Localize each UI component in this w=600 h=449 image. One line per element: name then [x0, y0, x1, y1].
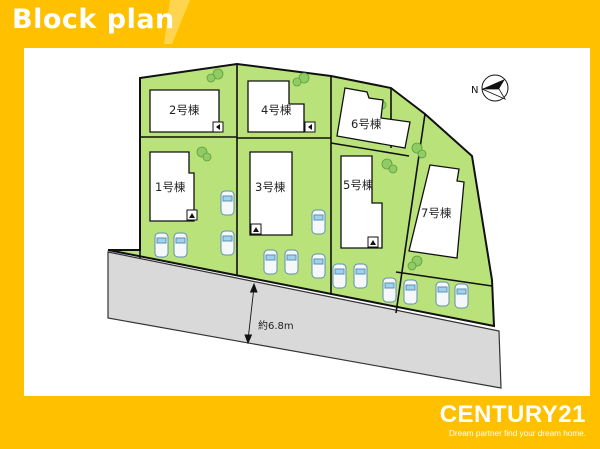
lot-label-1: 1号棟 — [155, 180, 186, 194]
building-5 — [340, 155, 383, 249]
car — [435, 281, 450, 307]
car — [220, 190, 235, 216]
header-tab: Block plan — [0, 0, 190, 44]
entrance-markers — [186, 121, 379, 248]
car — [353, 263, 368, 289]
century21-logo: CENTURY21 Dream partner find your dream … — [386, 403, 586, 443]
car — [220, 230, 235, 256]
parking-cars — [154, 190, 469, 309]
lot-label-5: 5号棟 — [343, 178, 374, 192]
brand-tagline: Dream partner find your dream home. — [449, 429, 586, 438]
header-tab-shape — [0, 0, 190, 44]
lot-boundaries — [139, 64, 493, 314]
car — [311, 209, 326, 235]
building-1 — [149, 151, 195, 222]
building-6 — [336, 87, 411, 149]
building-3 — [249, 151, 293, 236]
building-4 — [247, 80, 305, 133]
car — [263, 249, 278, 275]
road-width-dimension — [244, 282, 258, 345]
page-title: Block plan — [12, 4, 175, 35]
compass-north-icon — [481, 74, 509, 102]
car — [311, 253, 326, 279]
building-7 — [408, 164, 465, 259]
car — [382, 277, 397, 303]
lot-label-7: 7号棟 — [421, 206, 452, 220]
car — [154, 232, 169, 258]
trees — [196, 68, 427, 271]
buildings — [149, 80, 465, 259]
car — [284, 249, 299, 275]
car — [403, 279, 418, 305]
lot-label-2: 2号棟 — [169, 103, 200, 117]
car — [454, 283, 469, 309]
plan-canvas: 2号棟 4号棟 6号棟 1号棟 3号棟 5号棟 7号棟 約6.8m N — [24, 48, 590, 396]
lot-label-6: 6号棟 — [351, 117, 382, 131]
lot-label-4: 4号棟 — [261, 103, 292, 117]
compass-north-label: N — [471, 85, 478, 96]
car — [332, 263, 347, 289]
car — [173, 232, 188, 258]
lot-label-3: 3号棟 — [255, 180, 286, 194]
road — [107, 251, 502, 389]
block-plan-map: 2号棟 4号棟 6号棟 1号棟 3号棟 5号棟 7号棟 約6.8m N — [107, 62, 509, 389]
road-width-label: 約6.8m — [258, 319, 294, 332]
brand-name: CENTURY21 — [439, 401, 586, 428]
